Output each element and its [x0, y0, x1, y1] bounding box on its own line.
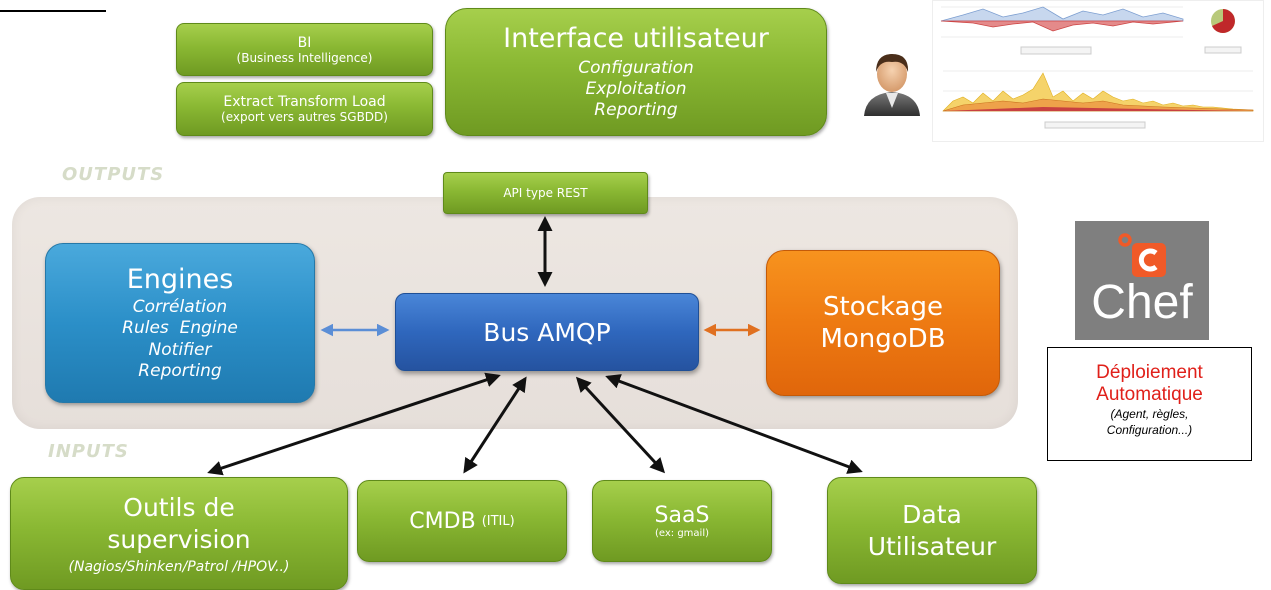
pie-chart	[1204, 9, 1242, 54]
top-left-rule	[0, 10, 106, 12]
etl-title: Extract Transform Load	[223, 94, 386, 110]
deploy-title-2: Automatique	[1096, 384, 1203, 405]
traffic-chart	[940, 6, 1184, 55]
chef-logo: Chef	[1075, 221, 1209, 340]
deploy-box: Déploiement Automatique (Agent, règles, …	[1047, 347, 1252, 461]
user-avatar-icon	[864, 54, 920, 116]
storage-line1: Stockage	[823, 291, 943, 322]
data-user-line2: Utilisateur	[867, 531, 997, 561]
arrow-bus-data	[605, 374, 863, 474]
engines-reporting: Reporting	[138, 360, 222, 381]
arrow-bus-supervision	[207, 372, 501, 476]
engines-correlation: Corrélation	[132, 297, 228, 317]
arrow-bus-cmdb	[463, 376, 527, 474]
outputs-label: OUTPUTS	[62, 164, 165, 185]
bus-label: Bus AMQP	[483, 317, 611, 347]
saas-sub: (ex: gmail)	[654, 528, 710, 539]
inputs-label: INPUTS	[48, 441, 129, 462]
ui-reporting: Reporting	[594, 100, 678, 121]
bus-amqp-box[interactable]: Bus AMQP	[395, 293, 699, 371]
dashboard-charts	[932, 0, 1264, 142]
api-box[interactable]: API type REST	[443, 172, 648, 214]
engines-box[interactable]: Engines Corrélation Rules Engine Notifie…	[45, 243, 315, 403]
etl-box[interactable]: Extract Transform Load (export vers autr…	[176, 82, 433, 136]
ui-exploitation: Exploitation	[585, 78, 687, 99]
supervision-sub: (Nagios/Shinken/Patrol /HPOV..)	[68, 558, 290, 575]
load-chart	[942, 70, 1254, 129]
engines-title: Engines	[126, 264, 234, 295]
ui-config: Configuration	[578, 57, 694, 78]
bi-subtitle: (Business Intelligence)	[236, 50, 373, 65]
data-user-line1: Data	[902, 500, 962, 530]
cmdb-suffix: (ITIL)	[481, 513, 515, 529]
etl-subtitle: (export vers autres SGBDD)	[221, 110, 388, 124]
deploy-sub-1: (Agent, règles,	[1110, 407, 1189, 421]
bi-box[interactable]: BI (Business Intelligence)	[176, 23, 433, 76]
cmdb-box[interactable]: CMDB (ITIL)	[357, 480, 567, 562]
engines-rules: Rules Engine	[122, 318, 238, 339]
ui-box[interactable]: Interface utilisateur Configuration Expl…	[445, 8, 827, 136]
saas-title: SaaS	[654, 503, 710, 528]
supervision-line2: supervision	[107, 524, 251, 554]
bi-title: BI	[297, 34, 312, 51]
deploy-title-1: Déploiement	[1096, 362, 1203, 383]
supervision-line1: Outils de	[123, 493, 235, 523]
data-user-box[interactable]: Data Utilisateur	[827, 477, 1037, 584]
api-label: API type REST	[503, 186, 588, 200]
storage-line2: MongoDB	[820, 324, 946, 354]
deploy-sub-2: Configuration...)	[1106, 423, 1193, 437]
saas-box[interactable]: SaaS (ex: gmail)	[592, 480, 772, 562]
cmdb-title: CMDB	[409, 508, 476, 534]
engines-notifier: Notifier	[148, 339, 212, 360]
storage-box[interactable]: Stockage MongoDB	[766, 250, 1000, 396]
chef-wordmark: Chef	[1091, 276, 1193, 329]
chef-c-icon	[1118, 233, 1166, 277]
ui-title: Interface utilisateur	[503, 22, 769, 54]
